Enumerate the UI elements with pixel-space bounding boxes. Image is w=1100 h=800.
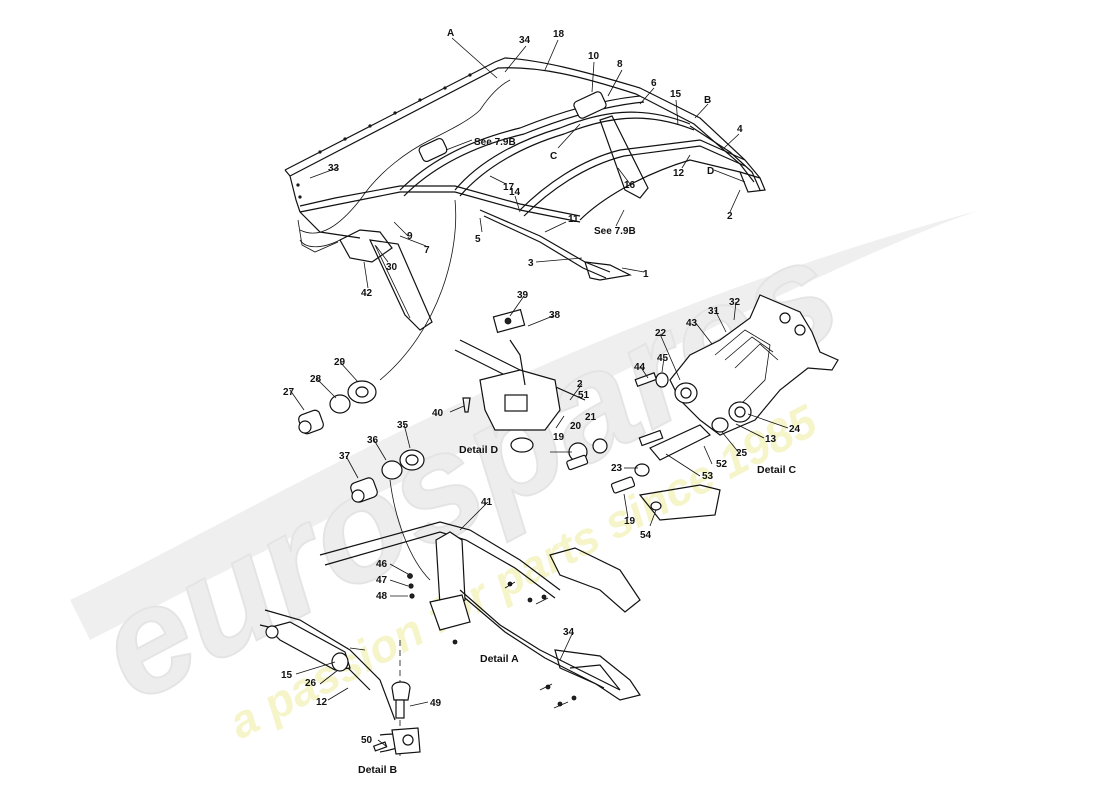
callout-18: 18 <box>553 29 565 40</box>
callout-23: 23 <box>611 463 623 474</box>
callout-54: 54 <box>640 530 652 541</box>
callout-34-top: 34 <box>519 35 531 46</box>
callout-6: 6 <box>651 78 657 89</box>
callout-19-low: 19 <box>624 516 636 527</box>
bushing-group-mid <box>350 449 431 581</box>
callout-5: 5 <box>475 234 481 245</box>
watermark: eurospares a passion for parts since 198… <box>70 204 980 749</box>
callout-21: 21 <box>585 412 597 423</box>
callout-15-bottom: 15 <box>281 670 293 681</box>
callout-24: 24 <box>789 424 801 435</box>
callout-32: 32 <box>729 297 741 308</box>
callout-38: 38 <box>549 310 561 321</box>
callout-b: B <box>704 95 711 106</box>
callout-28: 28 <box>310 374 322 385</box>
bushing-group-left <box>298 380 377 435</box>
callout-26: 26 <box>305 678 317 689</box>
callout-labels: A 34 18 10 8 6 15 B 4 See 7.9B C 12 D 33… <box>281 28 801 746</box>
callout-45: 45 <box>657 353 669 364</box>
callout-47: 47 <box>376 575 388 586</box>
callout-27: 27 <box>283 387 295 398</box>
callout-15-top: 15 <box>670 89 682 100</box>
detail-d-title: Detail D <box>459 444 499 456</box>
callout-2-top: 2 <box>727 211 733 222</box>
callout-44: 44 <box>634 362 646 373</box>
detail-a-group <box>319 521 641 709</box>
callout-see-79b-top: See 7.9B <box>474 137 516 148</box>
callout-40: 40 <box>432 408 444 419</box>
callout-12-bottom: 12 <box>316 697 328 708</box>
callout-11: 11 <box>568 214 579 225</box>
callout-16: 16 <box>624 180 636 191</box>
callout-51: 51 <box>578 390 590 401</box>
detail-b-title: Detail B <box>358 764 398 776</box>
detail-c-group <box>566 294 839 521</box>
callout-49: 49 <box>430 698 442 709</box>
callout-39: 39 <box>517 290 529 301</box>
detail-titles: Detail D Detail C Detail A Detail B <box>358 444 797 776</box>
callout-30: 30 <box>386 262 398 273</box>
callout-22: 22 <box>655 328 667 339</box>
callout-2-mid: 2 <box>577 379 583 390</box>
callout-52: 52 <box>716 459 728 470</box>
callout-13: 13 <box>765 434 777 445</box>
callout-33: 33 <box>328 163 340 174</box>
callout-d: D <box>707 166 714 177</box>
watermark-swoosh <box>70 210 980 640</box>
hood-frame-assembly <box>284 57 766 381</box>
callout-53: 53 <box>702 471 714 482</box>
callout-20: 20 <box>570 421 582 432</box>
callout-see-79b-bottom: See 7.9B <box>594 226 636 237</box>
callout-c: C <box>550 151 557 162</box>
callout-50: 50 <box>361 735 373 746</box>
callout-31: 31 <box>708 306 720 317</box>
callout-a: A <box>447 28 454 39</box>
callout-36: 36 <box>367 435 379 446</box>
callout-25: 25 <box>736 448 748 459</box>
callout-12-top: 12 <box>673 168 685 179</box>
callout-37: 37 <box>339 451 351 462</box>
callout-7: 7 <box>424 245 430 256</box>
callout-19-mid: 19 <box>553 432 565 443</box>
detail-c-title: Detail C <box>757 464 797 476</box>
callout-35: 35 <box>397 420 409 431</box>
callout-29: 29 <box>334 357 346 368</box>
callout-46: 46 <box>376 559 388 570</box>
callout-10: 10 <box>588 51 600 62</box>
detail-a-title: Detail A <box>480 653 519 665</box>
callout-48: 48 <box>376 591 388 602</box>
callout-8: 8 <box>617 59 623 70</box>
leader-lines <box>289 37 789 747</box>
callout-14: 14 <box>509 187 521 198</box>
detail-d-group <box>454 308 586 453</box>
callout-42: 42 <box>361 288 373 299</box>
callout-17: 17 <box>503 182 515 193</box>
callout-41: 41 <box>481 497 493 508</box>
callout-9: 9 <box>407 231 413 242</box>
callout-4: 4 <box>737 124 743 135</box>
callout-1: 1 <box>643 269 649 280</box>
callout-3: 3 <box>528 258 534 269</box>
detail-b-group <box>259 609 421 760</box>
callout-34-bottom: 34 <box>563 627 575 638</box>
callout-43: 43 <box>686 318 698 329</box>
